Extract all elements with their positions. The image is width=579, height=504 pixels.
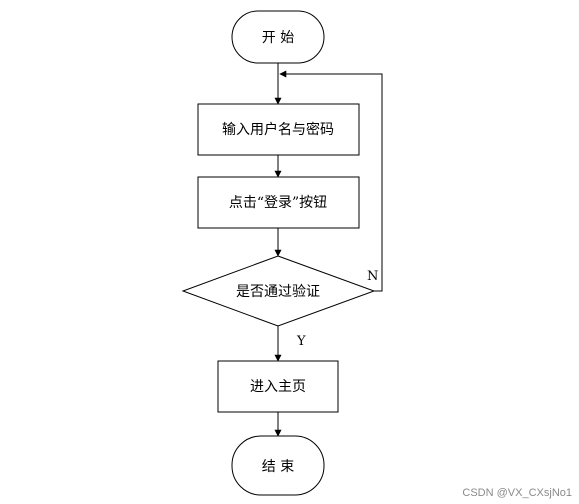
input-credentials-node: 输入用户名与密码 [197,103,360,156]
edge-no-label: N [367,269,378,284]
start-label: 开 始 [262,30,294,46]
enter-homepage-node: 进入主页 [217,360,339,413]
verify-decision-label: 是否通过验证 [236,284,320,300]
end-node: 结 束 [231,435,325,496]
click-login-label: 点击“登录”按钮 [229,195,327,211]
click-login-node: 点击“登录”按钮 [197,176,360,229]
watermark: CSDN @VX_CXsjNo1 [462,487,572,499]
edge-yes-label: Y [296,334,306,349]
start-node: 开 始 [231,10,325,64]
verify-decision-node: 是否通过验证 [181,255,376,327]
input-credentials-label: 输入用户名与密码 [222,121,334,138]
end-label: 结 束 [262,459,294,475]
enter-homepage-label: 进入主页 [250,379,306,395]
edge-decision-no-loop [279,70,383,292]
